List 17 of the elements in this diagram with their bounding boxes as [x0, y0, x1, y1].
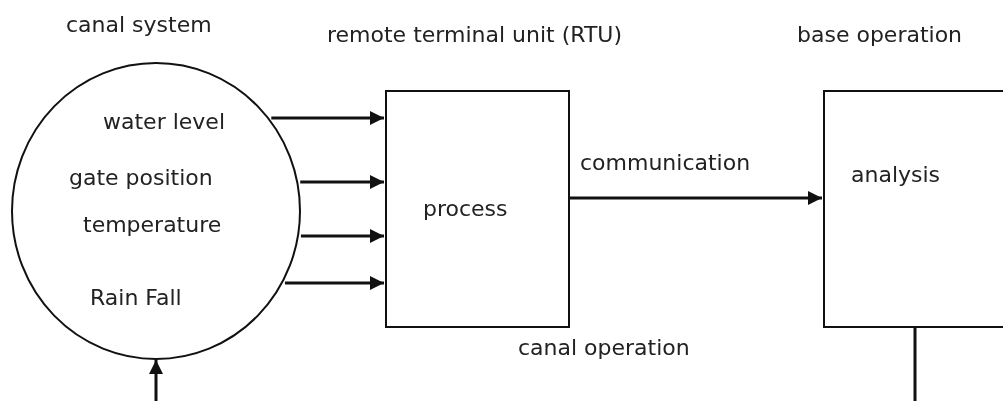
- free-label: canal operation: [518, 335, 690, 361]
- arrow: [149, 360, 163, 401]
- connector-line: [913, 328, 917, 401]
- arrow: [284, 276, 384, 290]
- arrow: [300, 229, 384, 243]
- node-label: Rain Fall: [90, 285, 182, 311]
- node-label: analysis: [851, 162, 941, 188]
- arrow: [570, 191, 822, 205]
- node-label: gate position: [69, 165, 213, 191]
- arrow: [300, 175, 384, 189]
- heading-text: canal system: [66, 12, 212, 38]
- arrow: [271, 111, 384, 125]
- heading-text: base operation: [797, 22, 963, 48]
- heading-text: remote terminal unit (RTU): [327, 22, 623, 48]
- node-label: water level: [103, 109, 225, 135]
- node-label: process: [423, 196, 508, 222]
- node-label: temperature: [83, 212, 222, 238]
